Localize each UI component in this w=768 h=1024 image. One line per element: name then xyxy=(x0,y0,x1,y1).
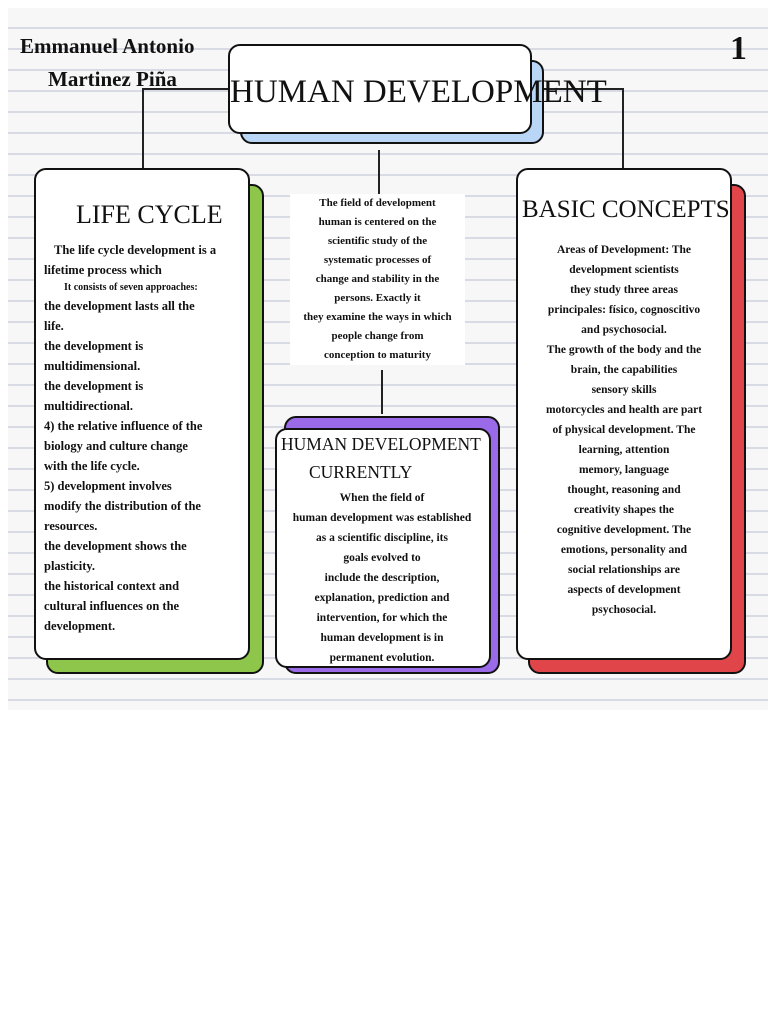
currently-text: When the field of human development was … xyxy=(279,488,485,668)
page-number: 1 xyxy=(730,30,747,67)
center-description: The field of development human is center… xyxy=(290,194,465,365)
life-cycle-line: the development shows the xyxy=(44,539,187,553)
currently-line: human development was established xyxy=(292,512,472,524)
life-cycle-intro: The life cycle development is a xyxy=(54,243,217,257)
life-cycle-line: development. xyxy=(44,619,116,633)
main-title: HUMAN DEVELOPMENT xyxy=(230,74,607,110)
life-cycle-line: biology and culture change xyxy=(44,439,188,453)
life-cycle-line: the historical context and xyxy=(44,579,180,593)
notebook-sheet: Emmanuel Antonio Martinez Piña 1 HUMAN D… xyxy=(8,8,768,710)
life-cycle-line: cultural influences on the xyxy=(44,599,180,613)
life-cycle-line: multidimensional. xyxy=(44,359,141,373)
title-box: HUMAN DEVELOPMENT xyxy=(228,44,607,134)
life-cycle-line: the development lasts all the xyxy=(44,299,195,313)
basic-concepts-line: emotions, personality and xyxy=(560,544,688,556)
basic-concepts-line: cognitive development. The xyxy=(556,524,692,536)
life-cycle-title: LIFE CYCLE xyxy=(76,200,223,229)
life-cycle-line: the development is xyxy=(44,339,144,353)
connector-center-top xyxy=(378,150,380,196)
basic-concepts-line: development scientists xyxy=(569,264,679,276)
center-line: persons. Exactly it xyxy=(334,292,421,304)
basic-concepts-line: social relationships are xyxy=(567,564,681,576)
currently-line: explanation, prediction and xyxy=(314,592,450,604)
life-cycle-line: resources. xyxy=(44,519,98,533)
center-line: people change from xyxy=(331,330,424,342)
life-cycle-line: multidirectional. xyxy=(44,399,134,413)
life-cycle-box: LIFE CYCLE The life cycle development is… xyxy=(34,168,250,660)
currently-line: intervention, for which the xyxy=(316,612,448,624)
basic-concepts-line: thought, reasoning and xyxy=(567,484,681,496)
basic-concepts-line: sensory skills xyxy=(591,384,657,396)
basic-concepts-box: BASIC CONCEPTS Areas of Development: The… xyxy=(516,168,732,660)
basic-concepts-line: creativity shapes the xyxy=(573,504,675,516)
currently-line: goals evolved to xyxy=(343,552,421,564)
center-line: human is centered on the xyxy=(318,216,437,228)
basic-concepts-line: motorcycles and health are part xyxy=(545,404,703,416)
currently-line: human development is in xyxy=(320,632,444,644)
center-line: systematic processes of xyxy=(323,254,432,266)
center-line: change and stability in the xyxy=(315,273,440,285)
life-cycle-text: The life cycle development is a lifetime… xyxy=(44,240,244,636)
basic-concepts-line: learning, attention xyxy=(578,444,670,456)
currently-box: HUMAN DEVELOPMENT CURRENTLY When the fie… xyxy=(275,428,491,668)
author-line-1: Emmanuel Antonio xyxy=(20,34,195,58)
currently-title-line-1: HUMAN DEVELOPMENT xyxy=(281,434,481,454)
basic-concepts-line: psychosocial. xyxy=(591,604,657,616)
basic-concepts-line: aspects of development xyxy=(567,584,681,596)
basic-concepts-line: brain, the capabilities xyxy=(570,364,678,376)
currently-line: as a scientific discipline, its xyxy=(316,532,448,544)
basic-concepts-line: and psychosocial. xyxy=(581,324,667,336)
currently-line: permanent evolution. xyxy=(329,652,435,664)
life-cycle-line: 4) the relative influence of the xyxy=(44,419,203,433)
center-line: scientific study of the xyxy=(327,235,428,247)
connector-right-vertical xyxy=(622,88,624,170)
center-line: conception to maturity xyxy=(324,349,431,361)
life-cycle-line: with the life cycle. xyxy=(44,459,140,473)
life-cycle-line: modify the distribution of the xyxy=(44,499,201,513)
connector-left-vertical xyxy=(142,88,144,170)
basic-concepts-line: The growth of the body and the xyxy=(546,344,702,356)
basic-concepts-title: BASIC CONCEPTS xyxy=(522,196,730,223)
life-cycle-intro-small: It consists of seven approaches: xyxy=(64,282,198,293)
currently-line: include the description, xyxy=(324,572,440,584)
author-name: Emmanuel Antonio Martinez Piña xyxy=(20,30,194,96)
basic-concepts-text: Areas of Development: The development sc… xyxy=(520,240,728,620)
basic-concepts-line: Areas of Development: The xyxy=(556,244,692,256)
connector-right-horizontal xyxy=(538,88,623,90)
basic-concepts-line: principales: físico, cognoscitivo xyxy=(547,304,701,316)
center-line: they examine the ways in which xyxy=(303,311,452,323)
connector-center-bottom xyxy=(381,370,383,414)
life-cycle-intro: lifetime process which xyxy=(44,263,162,277)
life-cycle-line: life. xyxy=(44,319,64,333)
basic-concepts-line: of physical development. The xyxy=(552,424,696,436)
life-cycle-line: plasticity. xyxy=(44,559,96,573)
currently-line: When the field of xyxy=(339,492,425,504)
basic-concepts-line: memory, language xyxy=(578,464,670,476)
life-cycle-line: 5) development involves xyxy=(44,479,172,493)
center-line: The field of development xyxy=(319,197,436,209)
basic-concepts-line: they study three areas xyxy=(570,284,678,296)
currently-title-line-2: CURRENTLY xyxy=(309,462,413,482)
life-cycle-line: the development is xyxy=(44,379,144,393)
author-line-2: Martinez Piña xyxy=(48,67,177,91)
connector-left-horizontal xyxy=(143,88,233,90)
